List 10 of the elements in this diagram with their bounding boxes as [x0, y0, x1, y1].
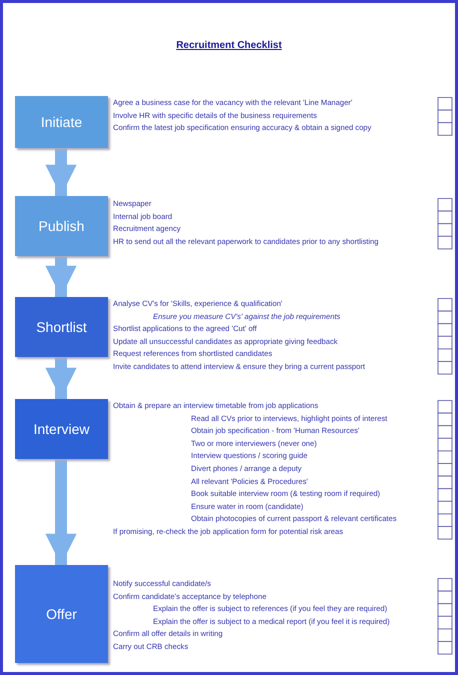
stage-box: Offer — [15, 565, 108, 663]
stage-box: Initiate — [15, 96, 108, 148]
down-arrow — [45, 357, 77, 399]
down-arrow — [45, 459, 77, 565]
stage-box: Interview — [15, 399, 108, 459]
checklist-title: Recruitment Checklist — [176, 40, 282, 51]
down-arrow — [45, 148, 77, 196]
down-arrow — [45, 256, 77, 297]
stage-box: Shortlist — [15, 297, 108, 357]
stage-box: Publish — [15, 196, 108, 256]
